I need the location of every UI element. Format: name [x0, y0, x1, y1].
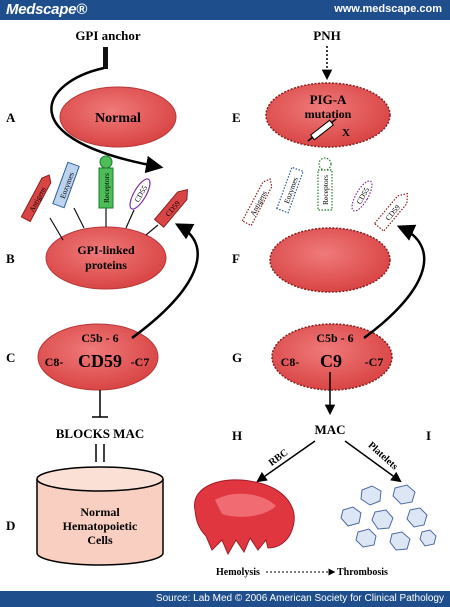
- c5b6-label-right: C5b - 6: [316, 331, 353, 345]
- thrombosis-label: Thrombosis: [337, 567, 388, 578]
- cd55-protein: CD55: [125, 178, 151, 229]
- receptors-label-absent: Receptors: [321, 175, 330, 205]
- antigens-label-absent: Antigens: [248, 189, 269, 217]
- cd59-protein: CD59: [145, 188, 188, 236]
- panel-letter-f: F: [232, 251, 240, 266]
- lysed-rbc-icon: [194, 479, 295, 556]
- rbc-arrow: [256, 440, 316, 483]
- panel-letter-e: E: [232, 110, 241, 125]
- footer-bar: Source: Lab Med © 2006 American Society …: [0, 591, 450, 607]
- platelets-icon: [340, 484, 437, 551]
- hemato-label-2: Hematopoietic: [63, 519, 138, 533]
- header-bar: Medscape® www.medscape.com: [0, 0, 450, 20]
- c8-label-left: C8-: [45, 355, 64, 369]
- broken-anchor-icon: [307, 118, 337, 142]
- panel-letter-h: H: [232, 428, 242, 443]
- deficient-cell: [269, 227, 391, 293]
- receptors-protein-absent: Receptors: [317, 157, 333, 211]
- antigens-protein: Antigens: [20, 174, 64, 241]
- panel-letter-i: I: [426, 428, 431, 443]
- failed-cd59-arrow: [363, 224, 426, 340]
- pig-a-label-2: mutation: [305, 107, 352, 121]
- source-credit: Source: Lab Med © 2006 American Society …: [155, 593, 444, 604]
- complement-cell-right: [271, 323, 393, 391]
- mac-label: MAC: [314, 422, 345, 437]
- enzymes-protein-absent: Enzymes: [276, 166, 304, 214]
- medscape-logo: Medscape®: [6, 1, 87, 18]
- enzymes-protein: Enzymes: [52, 161, 85, 229]
- cd59-inhibitor-label: CD59: [78, 351, 122, 371]
- gpi-linked-label-1: GPI-linked: [77, 243, 135, 257]
- hemato-label-1: Normal: [80, 505, 120, 519]
- rbc-label: RBC: [267, 447, 291, 468]
- c7-label-left: -C7: [131, 355, 150, 369]
- hemolysis-label: Hemolysis: [216, 567, 260, 578]
- pig-a-cell: [265, 82, 391, 148]
- c9-label: C9: [320, 351, 342, 371]
- pig-a-label-1: PIG-A: [310, 92, 347, 107]
- hematopoietic-cylinder: [36, 466, 164, 566]
- header-url: www.medscape.com: [334, 3, 442, 15]
- gpi-anchor-label: GPI anchor: [75, 28, 141, 43]
- hemato-label-3: Cells: [87, 533, 113, 547]
- blocks-mac-label: BLOCKS MAC: [56, 426, 144, 441]
- antigens-protein-absent: Antigens: [241, 178, 273, 227]
- normal-cell: [59, 86, 177, 148]
- gpi-anchor-icon: [103, 47, 108, 69]
- normal-label: Normal: [95, 111, 141, 126]
- pnh-label: PNH: [313, 28, 340, 43]
- pnh-diagram: GPI anchor Normal GPI-linked proteins An…: [6, 28, 437, 578]
- panel-letter-c: C: [6, 350, 15, 365]
- receptors-protein: Receptors: [98, 155, 114, 227]
- receptors-label: Receptors: [102, 173, 111, 203]
- platelets-arrow: [344, 440, 402, 483]
- complement-cell-left: [37, 323, 159, 391]
- gpi-linked-label-2: proteins: [85, 258, 127, 272]
- panel-letter-b: B: [6, 251, 15, 266]
- c5b6-label-left: C5b - 6: [81, 331, 118, 345]
- x-mark: X: [342, 127, 350, 139]
- panel-letter-a: A: [6, 110, 16, 125]
- panel-letter-d: D: [6, 518, 15, 533]
- cd59-protein-absent: CD59: [373, 192, 409, 233]
- panel-letter-g: G: [232, 350, 242, 365]
- anchor-arrow: [50, 66, 164, 174]
- c7-label-right: -C7: [365, 355, 384, 369]
- cd55-protein-absent: CD55: [351, 180, 373, 212]
- cd59-arrow: [131, 223, 199, 340]
- c8-label-right: C8-: [281, 355, 300, 369]
